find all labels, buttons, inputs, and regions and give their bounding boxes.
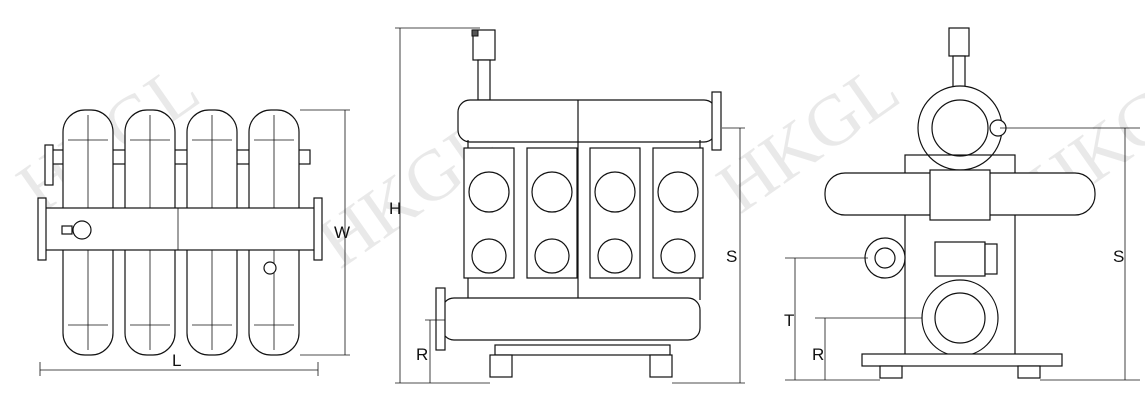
- dim-label-width: W: [334, 223, 350, 242]
- gauge-fitting: [61, 225, 73, 235]
- backflush-valve: [594, 171, 636, 213]
- air-valve: [948, 27, 970, 57]
- backflush-valve: [531, 171, 573, 213]
- dim-label-inlet: S: [1113, 247, 1124, 266]
- dim-label-height: H: [389, 199, 401, 218]
- foot: [649, 354, 673, 378]
- three-way-valve: [934, 241, 986, 277]
- inlet-valve: [534, 238, 570, 274]
- backflush-valve: [468, 171, 510, 213]
- pressure-gauge: [72, 220, 92, 240]
- upper-header-pipe: [457, 99, 717, 143]
- inlet-valve: [597, 238, 633, 274]
- dim-label-inlet: S: [726, 247, 737, 266]
- upper-pipe-bore: [931, 99, 989, 157]
- lower-flange: [435, 287, 446, 351]
- upper-flange: [711, 91, 722, 151]
- inlet-flange: [37, 197, 47, 261]
- lower-header-pipe: [441, 297, 701, 341]
- base-frame: [861, 353, 1063, 367]
- lower-pipe-bore: [934, 292, 986, 344]
- foot: [1017, 365, 1041, 379]
- inlet-valve: [471, 238, 507, 274]
- flange: [44, 144, 54, 186]
- foot: [879, 365, 903, 379]
- dim-label-outlet: R: [416, 345, 428, 364]
- dim-label-drain: T: [784, 311, 794, 330]
- foot: [489, 354, 513, 378]
- base-frame: [494, 344, 671, 356]
- inlet-valve: [660, 238, 696, 274]
- valve-stacks: [463, 147, 704, 279]
- drain-valve: [263, 261, 277, 275]
- top-view: L W: [37, 109, 350, 376]
- valve-housing: [929, 169, 991, 221]
- air-valve-stem: [477, 59, 491, 101]
- outlet-flange: [313, 197, 323, 261]
- backflush-valve: [657, 171, 699, 213]
- dim-label-length: L: [172, 351, 181, 370]
- front-view: H S R: [389, 27, 745, 384]
- dim-label-outlet: R: [812, 345, 824, 364]
- side-view: S T R: [784, 27, 1140, 381]
